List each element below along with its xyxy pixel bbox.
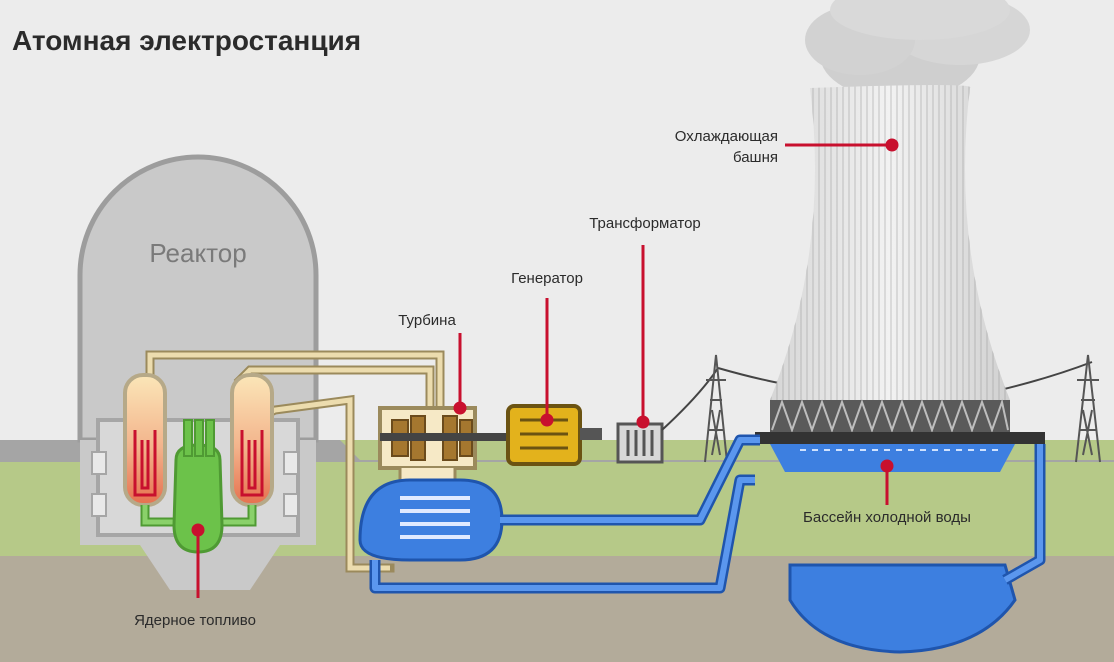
condenser <box>358 478 504 562</box>
reactor-label: Реактор <box>149 238 246 268</box>
primary-loop <box>140 505 257 527</box>
cold-water-pool <box>770 444 1017 654</box>
transformer-label: Трансформатор <box>589 215 701 232</box>
leader-lines <box>191 138 899 598</box>
reactor-core <box>172 419 224 554</box>
cooling-water-pipes-inner <box>372 437 1043 591</box>
page-title: Атомная электростанция <box>12 25 361 56</box>
cold-pool-label: Бассейн холодной воды <box>803 509 971 526</box>
generator <box>506 404 602 466</box>
turbine-label: Турбина <box>398 312 456 329</box>
pylon-left <box>704 354 728 463</box>
steam-plume <box>805 0 1030 100</box>
pylon-right <box>1075 354 1101 463</box>
fuel-label: Ядерное топливо <box>134 612 256 629</box>
transformer <box>616 422 664 464</box>
generator-label: Генератор <box>511 270 583 287</box>
cooling-tower-label-line1: Охлаждающая <box>675 128 778 145</box>
steam-generator-right <box>230 373 274 507</box>
cooling-tower-label-line2: башня <box>733 149 778 166</box>
steam-generator-left <box>123 373 167 507</box>
cooling-tower <box>755 85 1045 444</box>
